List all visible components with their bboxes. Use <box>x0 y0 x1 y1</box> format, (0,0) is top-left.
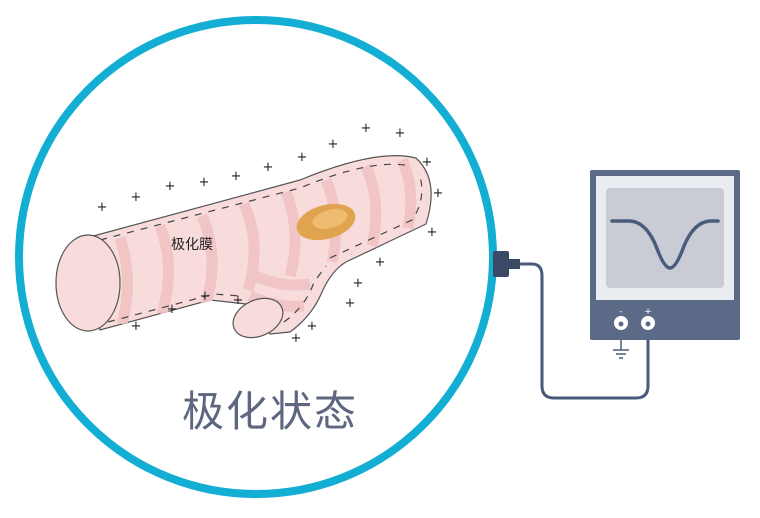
positive-charge: + <box>231 169 242 184</box>
positive-charge: + <box>199 175 210 190</box>
positive-charge: + <box>291 331 302 346</box>
positive-charge: + <box>375 255 386 270</box>
positive-charge: + <box>263 160 274 175</box>
positive-charge: + <box>97 200 108 215</box>
membrane-inner-dash <box>99 163 411 241</box>
positive-charge: + <box>167 302 178 317</box>
membrane-inner-dash <box>329 175 423 259</box>
charge-symbols: + + + + + + + + + + + + + + + + + + + + + + <box>97 121 444 346</box>
positive-charge: + <box>131 190 142 205</box>
positive-charge: + <box>233 293 244 308</box>
membrane-tube <box>55 155 432 339</box>
membrane-band <box>253 270 311 291</box>
plug-tip <box>508 259 520 269</box>
plug-body <box>493 251 509 277</box>
positive-charge: + <box>165 179 176 194</box>
membrane-inner-dash <box>107 293 241 323</box>
membrane-band <box>196 213 218 306</box>
positive-charge: + <box>131 319 142 334</box>
terminal-minus-label: - <box>619 307 622 317</box>
positive-charge: + <box>345 296 356 311</box>
terminal-negative-hole <box>618 321 624 327</box>
voltmeter: - + <box>590 170 740 340</box>
positive-charge: + <box>422 155 433 170</box>
positive-charge: + <box>395 126 406 141</box>
meter-trace <box>610 219 720 270</box>
membrane-label: 极化膜 <box>171 237 213 253</box>
membrane-band <box>280 189 301 278</box>
electrode-spot-highlight <box>312 209 348 229</box>
positive-charge: + <box>328 137 339 152</box>
membrane-band <box>114 236 133 326</box>
plug <box>493 251 520 277</box>
meter-screen <box>606 188 724 288</box>
membrane-inner-dash <box>283 265 327 323</box>
state-caption: 极化状态 <box>181 387 358 436</box>
membrane-branch-cap <box>232 297 284 339</box>
positive-charge: + <box>353 276 364 291</box>
positive-charge: + <box>297 150 308 165</box>
cable <box>520 262 650 400</box>
membrane-end-cap <box>55 234 121 332</box>
terminal-plus-label: + <box>644 307 652 317</box>
positive-charge: + <box>433 186 444 201</box>
ground-symbol-icon <box>613 340 629 359</box>
positive-charge: + <box>200 289 211 304</box>
positive-charge: + <box>307 319 318 334</box>
positive-charge: + <box>361 121 372 136</box>
positive-charge: + <box>427 225 438 240</box>
membrane-band <box>238 201 260 292</box>
membrane-band <box>154 223 174 316</box>
terminal-positive-hole <box>645 321 651 327</box>
